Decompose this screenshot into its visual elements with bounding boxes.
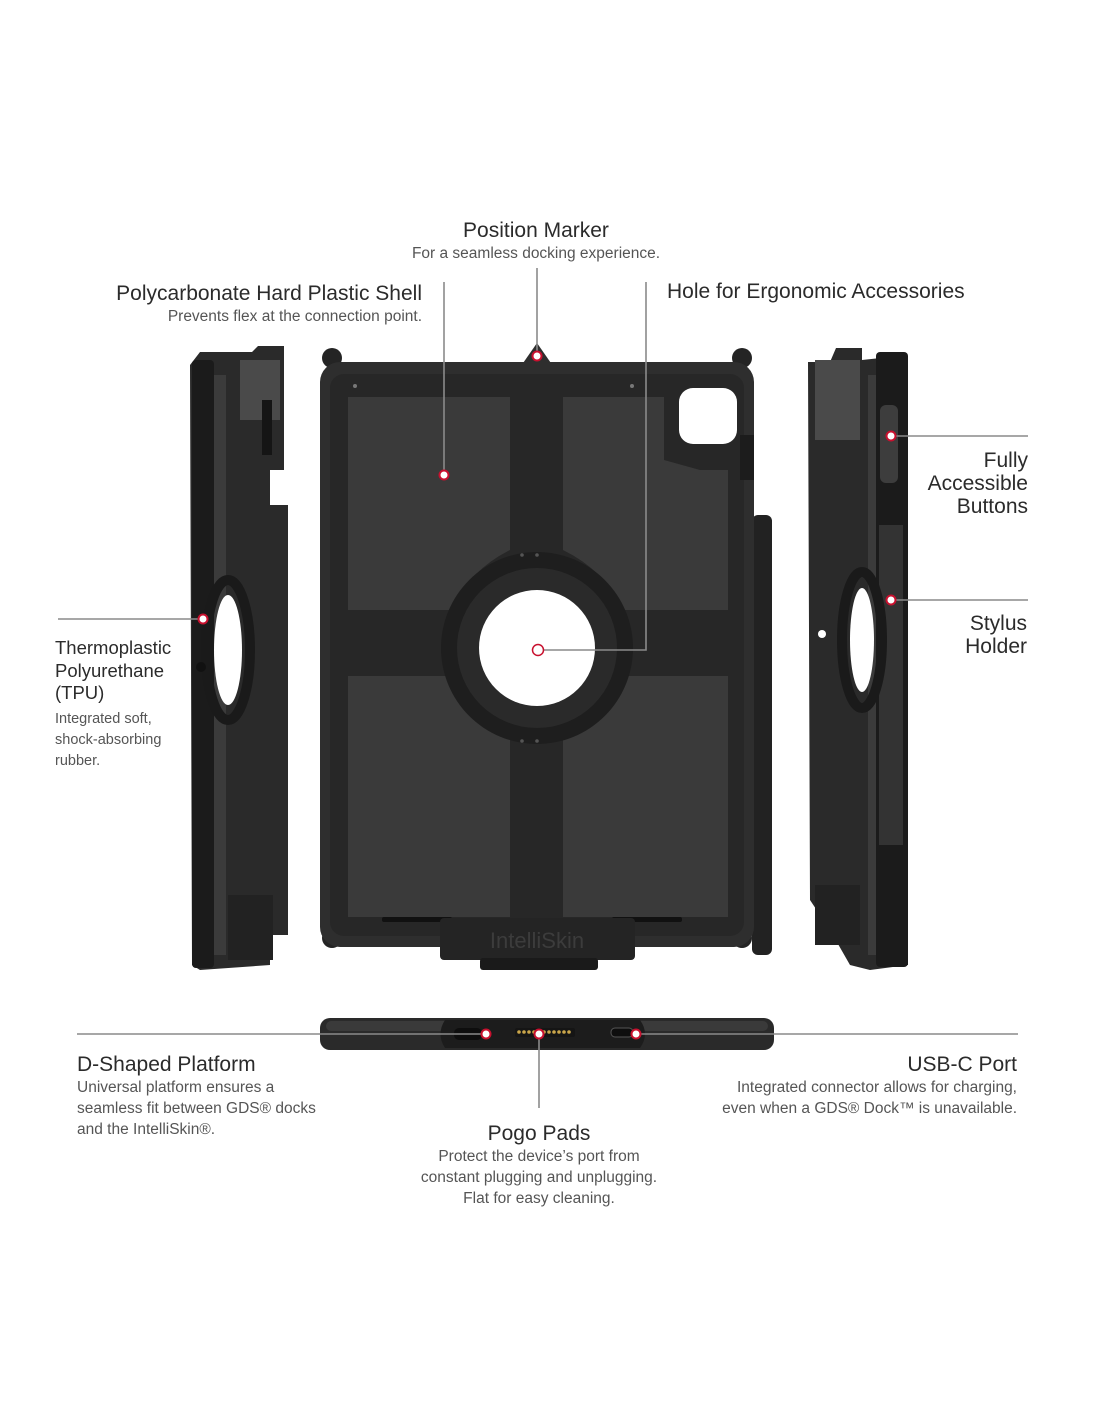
front-view: IntelliSkin xyxy=(320,343,772,970)
callout-desc: Protect the device’s port from constant … xyxy=(420,1148,658,1207)
callout-title: D-Shaped Platform xyxy=(77,1053,256,1076)
leader-lines xyxy=(58,268,1028,1108)
marker-shell xyxy=(438,469,450,481)
callout-desc: Integrated soft, shock-absorbing rubber. xyxy=(55,710,162,769)
callout-desc: For a seamless docking experience. xyxy=(411,245,661,262)
callout-title: Polycarbonate Hard Plastic Shell xyxy=(116,282,422,305)
callout-title: USB-C Port xyxy=(907,1053,1017,1076)
callout-title: Fully Accessible Buttons xyxy=(927,449,1028,518)
callout-desc: Integrated connector allows for charging… xyxy=(722,1079,1017,1117)
callout-d-shaped: D-Shaped Platform Universal platform ens… xyxy=(77,1053,317,1140)
callout-title: Pogo Pads xyxy=(487,1122,591,1145)
right-side-view xyxy=(808,348,908,970)
callout-buttons: Fully Accessible Buttons xyxy=(880,449,1028,518)
marker-usbc xyxy=(630,1028,642,1040)
left-side-view xyxy=(190,346,288,970)
callout-pogo: Pogo Pads Protect the device’s port from… xyxy=(380,1122,698,1209)
callout-title: Hole for Ergonomic Accessories xyxy=(667,280,965,303)
callout-tpu: Thermoplastic Polyurethane (TPU) Integra… xyxy=(55,637,185,772)
marker-position xyxy=(531,350,543,362)
callout-shell: Polycarbonate Hard Plastic Shell Prevent… xyxy=(60,282,422,327)
callout-title: Thermoplastic Polyurethane (TPU) xyxy=(55,637,172,703)
callout-desc: Universal platform ensures a seamless fi… xyxy=(77,1079,316,1138)
marker-hole xyxy=(531,643,545,657)
callout-title: Stylus Holder xyxy=(965,612,1027,658)
bottom-view xyxy=(320,1018,774,1050)
marker-d-shaped xyxy=(480,1028,492,1040)
callout-markers xyxy=(197,350,897,1040)
callout-stylus: Stylus Holder xyxy=(880,612,1027,658)
callout-usbc: USB-C Port Integrated connector allows f… xyxy=(660,1053,1017,1119)
marker-stylus xyxy=(885,594,897,606)
callout-title: Position Marker xyxy=(463,219,609,242)
embossed-brand-text: IntelliSkin xyxy=(490,928,584,953)
marker-buttons xyxy=(885,430,897,442)
callout-desc: Prevents flex at the connection point. xyxy=(167,308,422,325)
callout-position-marker: Position Marker For a seamless docking e… xyxy=(386,219,686,264)
marker-pogo xyxy=(533,1028,545,1040)
callout-hole: Hole for Ergonomic Accessories xyxy=(667,280,1047,303)
marker-tpu xyxy=(197,613,209,625)
